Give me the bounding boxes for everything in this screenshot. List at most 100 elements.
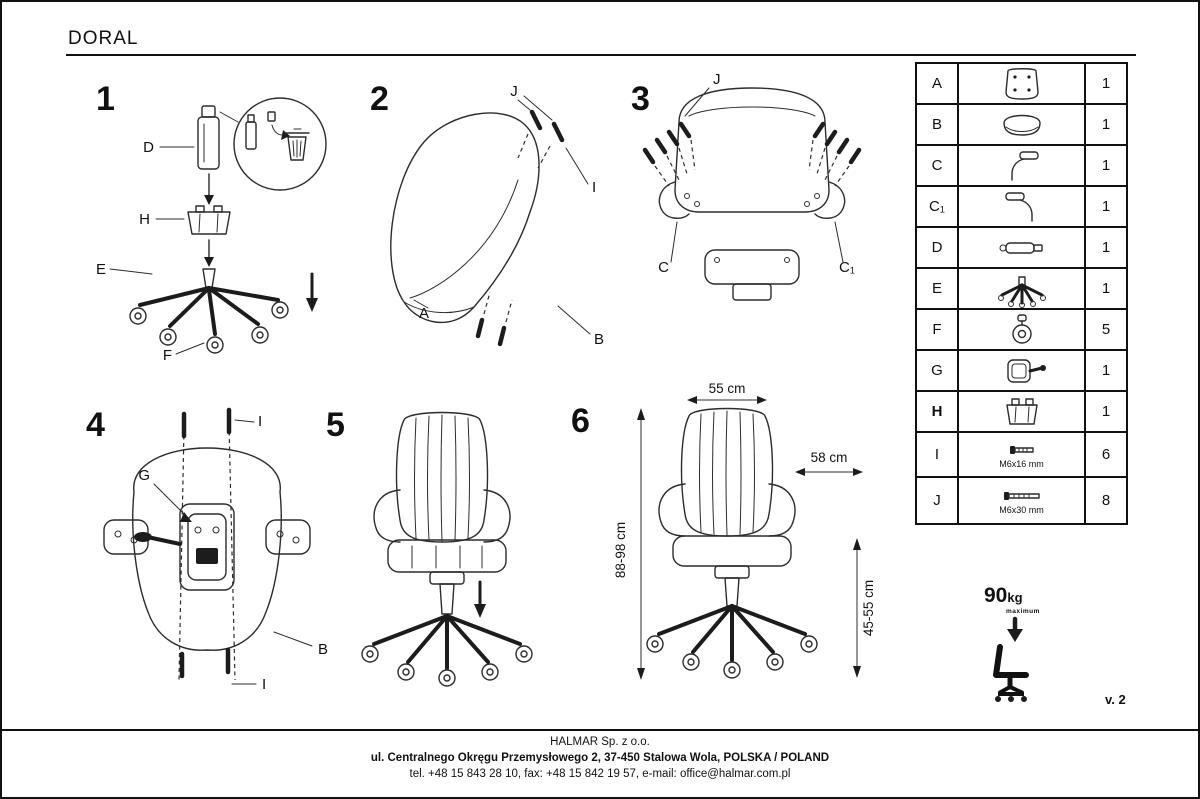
assembly-step-2: 2 J I A B <box>352 62 617 397</box>
weight-limit: 90kg maximum <box>984 584 1054 703</box>
part-qty: 1 <box>1101 239 1111 256</box>
part-id: G <box>917 351 959 390</box>
seat-part-icon <box>1002 114 1041 136</box>
part-qty: 1 <box>1101 403 1111 420</box>
table-row: C 1 <box>917 146 1126 187</box>
label-part-i-top: I <box>258 413 262 430</box>
product-title: DORAL <box>68 28 139 49</box>
label-part-f: F <box>163 347 172 364</box>
step-number: 5 <box>326 406 345 444</box>
part-qty: 1 <box>1101 280 1111 297</box>
step-5-diagram: 5 <box>326 406 533 687</box>
company-name: HALMAR Sp. z o.o. <box>550 736 650 748</box>
table-row: A 1 <box>917 64 1126 105</box>
part-qty: 1 <box>1101 362 1111 379</box>
curved-arrow-icon <box>281 130 290 140</box>
part-id: I <box>917 433 959 476</box>
part-qty: 8 <box>1101 492 1111 509</box>
label-part-e: E <box>96 261 106 278</box>
table-row: D 1 <box>917 228 1126 269</box>
part-id: E <box>917 269 959 308</box>
part-qty: 1 <box>1101 75 1111 92</box>
table-row: J M6x30 mm 8 <box>917 478 1126 523</box>
armrest-left-icon <box>1010 150 1039 181</box>
clip-icon <box>1005 397 1038 425</box>
label-part-c: C <box>658 259 669 276</box>
parts-table: A 1 B 1 C 1 C₁ <box>915 62 1128 525</box>
table-row: H 1 <box>917 392 1126 433</box>
label-part-h: H <box>139 211 150 228</box>
step-number: 3 <box>631 80 650 118</box>
label-part-a: A <box>419 305 429 322</box>
table-row: G 1 <box>917 351 1126 392</box>
part-id: C <box>917 146 959 185</box>
step-1-diagram: 1 D H <box>96 80 327 364</box>
table-row: B 1 <box>917 105 1126 146</box>
dim-seat-height: 45-55 cm <box>861 580 876 636</box>
trash-bin-icon <box>287 136 307 161</box>
header-rule <box>66 54 1136 56</box>
label-part-b: B <box>594 331 604 348</box>
step-number: 4 <box>86 406 105 444</box>
part-qty: 1 <box>1101 116 1111 133</box>
part-id: H <box>917 392 959 431</box>
tension-lever-icon <box>134 532 152 542</box>
part-id: J <box>917 478 959 523</box>
mechanism-icon <box>1006 358 1046 383</box>
part-id: A <box>917 64 959 103</box>
footer: HALMAR Sp. z o.o. ul. Centralnego Okręgu… <box>2 734 1198 782</box>
backrest-part-icon <box>1004 67 1039 100</box>
label-part-d: D <box>143 139 154 156</box>
label-part-j: J <box>713 71 721 88</box>
bolt-long-icon <box>1003 491 1040 500</box>
part-qty: 6 <box>1101 446 1111 463</box>
assembly-step-6: 6 55 cm <box>557 381 892 717</box>
down-arrow-icon <box>204 195 214 205</box>
base-star-icon <box>997 275 1046 308</box>
weight-unit: kg <box>1007 590 1023 605</box>
part-qty: 1 <box>1101 157 1111 174</box>
assembly-step-4: 4 I G <box>72 392 342 712</box>
step-number: 2 <box>370 80 389 118</box>
caster-icon <box>1011 313 1032 344</box>
part-qty: 1 <box>1101 198 1111 215</box>
version-label: v. 2 <box>1105 692 1126 707</box>
step-4-diagram: 4 I G <box>86 406 328 693</box>
footer-rule <box>2 729 1198 731</box>
down-arrow-icon <box>474 604 486 618</box>
dim-height: 88-98 cm <box>613 522 628 578</box>
part-id: C₁ <box>917 187 959 226</box>
company-contact: tel. +48 15 843 28 10, fax: +48 15 842 1… <box>409 768 791 780</box>
weight-value: 90 <box>984 584 1008 607</box>
table-row: F 5 <box>917 310 1126 351</box>
dim-depth: 58 cm <box>811 450 848 465</box>
label-part-b: B <box>318 641 328 658</box>
label-part-j: J <box>510 83 518 100</box>
part-id: D <box>917 228 959 267</box>
bolt-size-label: M6x16 mm <box>999 458 1044 469</box>
step-6-diagram: 6 55 cm <box>571 381 876 680</box>
table-row: C₁ 1 <box>917 187 1126 228</box>
company-address: ul. Centralnego Okręgu Przemysłowego 2, … <box>370 752 830 764</box>
label-part-c1: C₁ <box>839 259 855 276</box>
detail-inset-circle <box>233 97 327 191</box>
step-2-diagram: 2 J I A B <box>370 80 604 348</box>
gas-lift-icon <box>999 241 1043 254</box>
label-part-i-bottom: I <box>262 676 266 693</box>
step-number: 6 <box>571 402 590 440</box>
down-arrow-icon <box>204 257 214 267</box>
table-row: E 1 <box>917 269 1126 310</box>
part-id: B <box>917 105 959 144</box>
assembly-step-5: 5 <box>312 392 562 712</box>
step-3-diagram: 3 J C C₁ <box>631 71 862 301</box>
bolt-short-icon <box>1009 445 1034 454</box>
assembly-step-3: 3 J C C₁ <box>617 62 887 392</box>
label-part-i: I <box>592 179 596 196</box>
assembly-step-1: 1 D H <box>82 62 342 382</box>
part-qty: 5 <box>1101 321 1111 338</box>
label-part-g: G <box>138 467 150 484</box>
armrest-right-icon <box>1004 191 1033 222</box>
table-row: I M6x16 mm 6 <box>917 433 1126 478</box>
bolt-size-label: M6x30 mm <box>999 504 1044 515</box>
